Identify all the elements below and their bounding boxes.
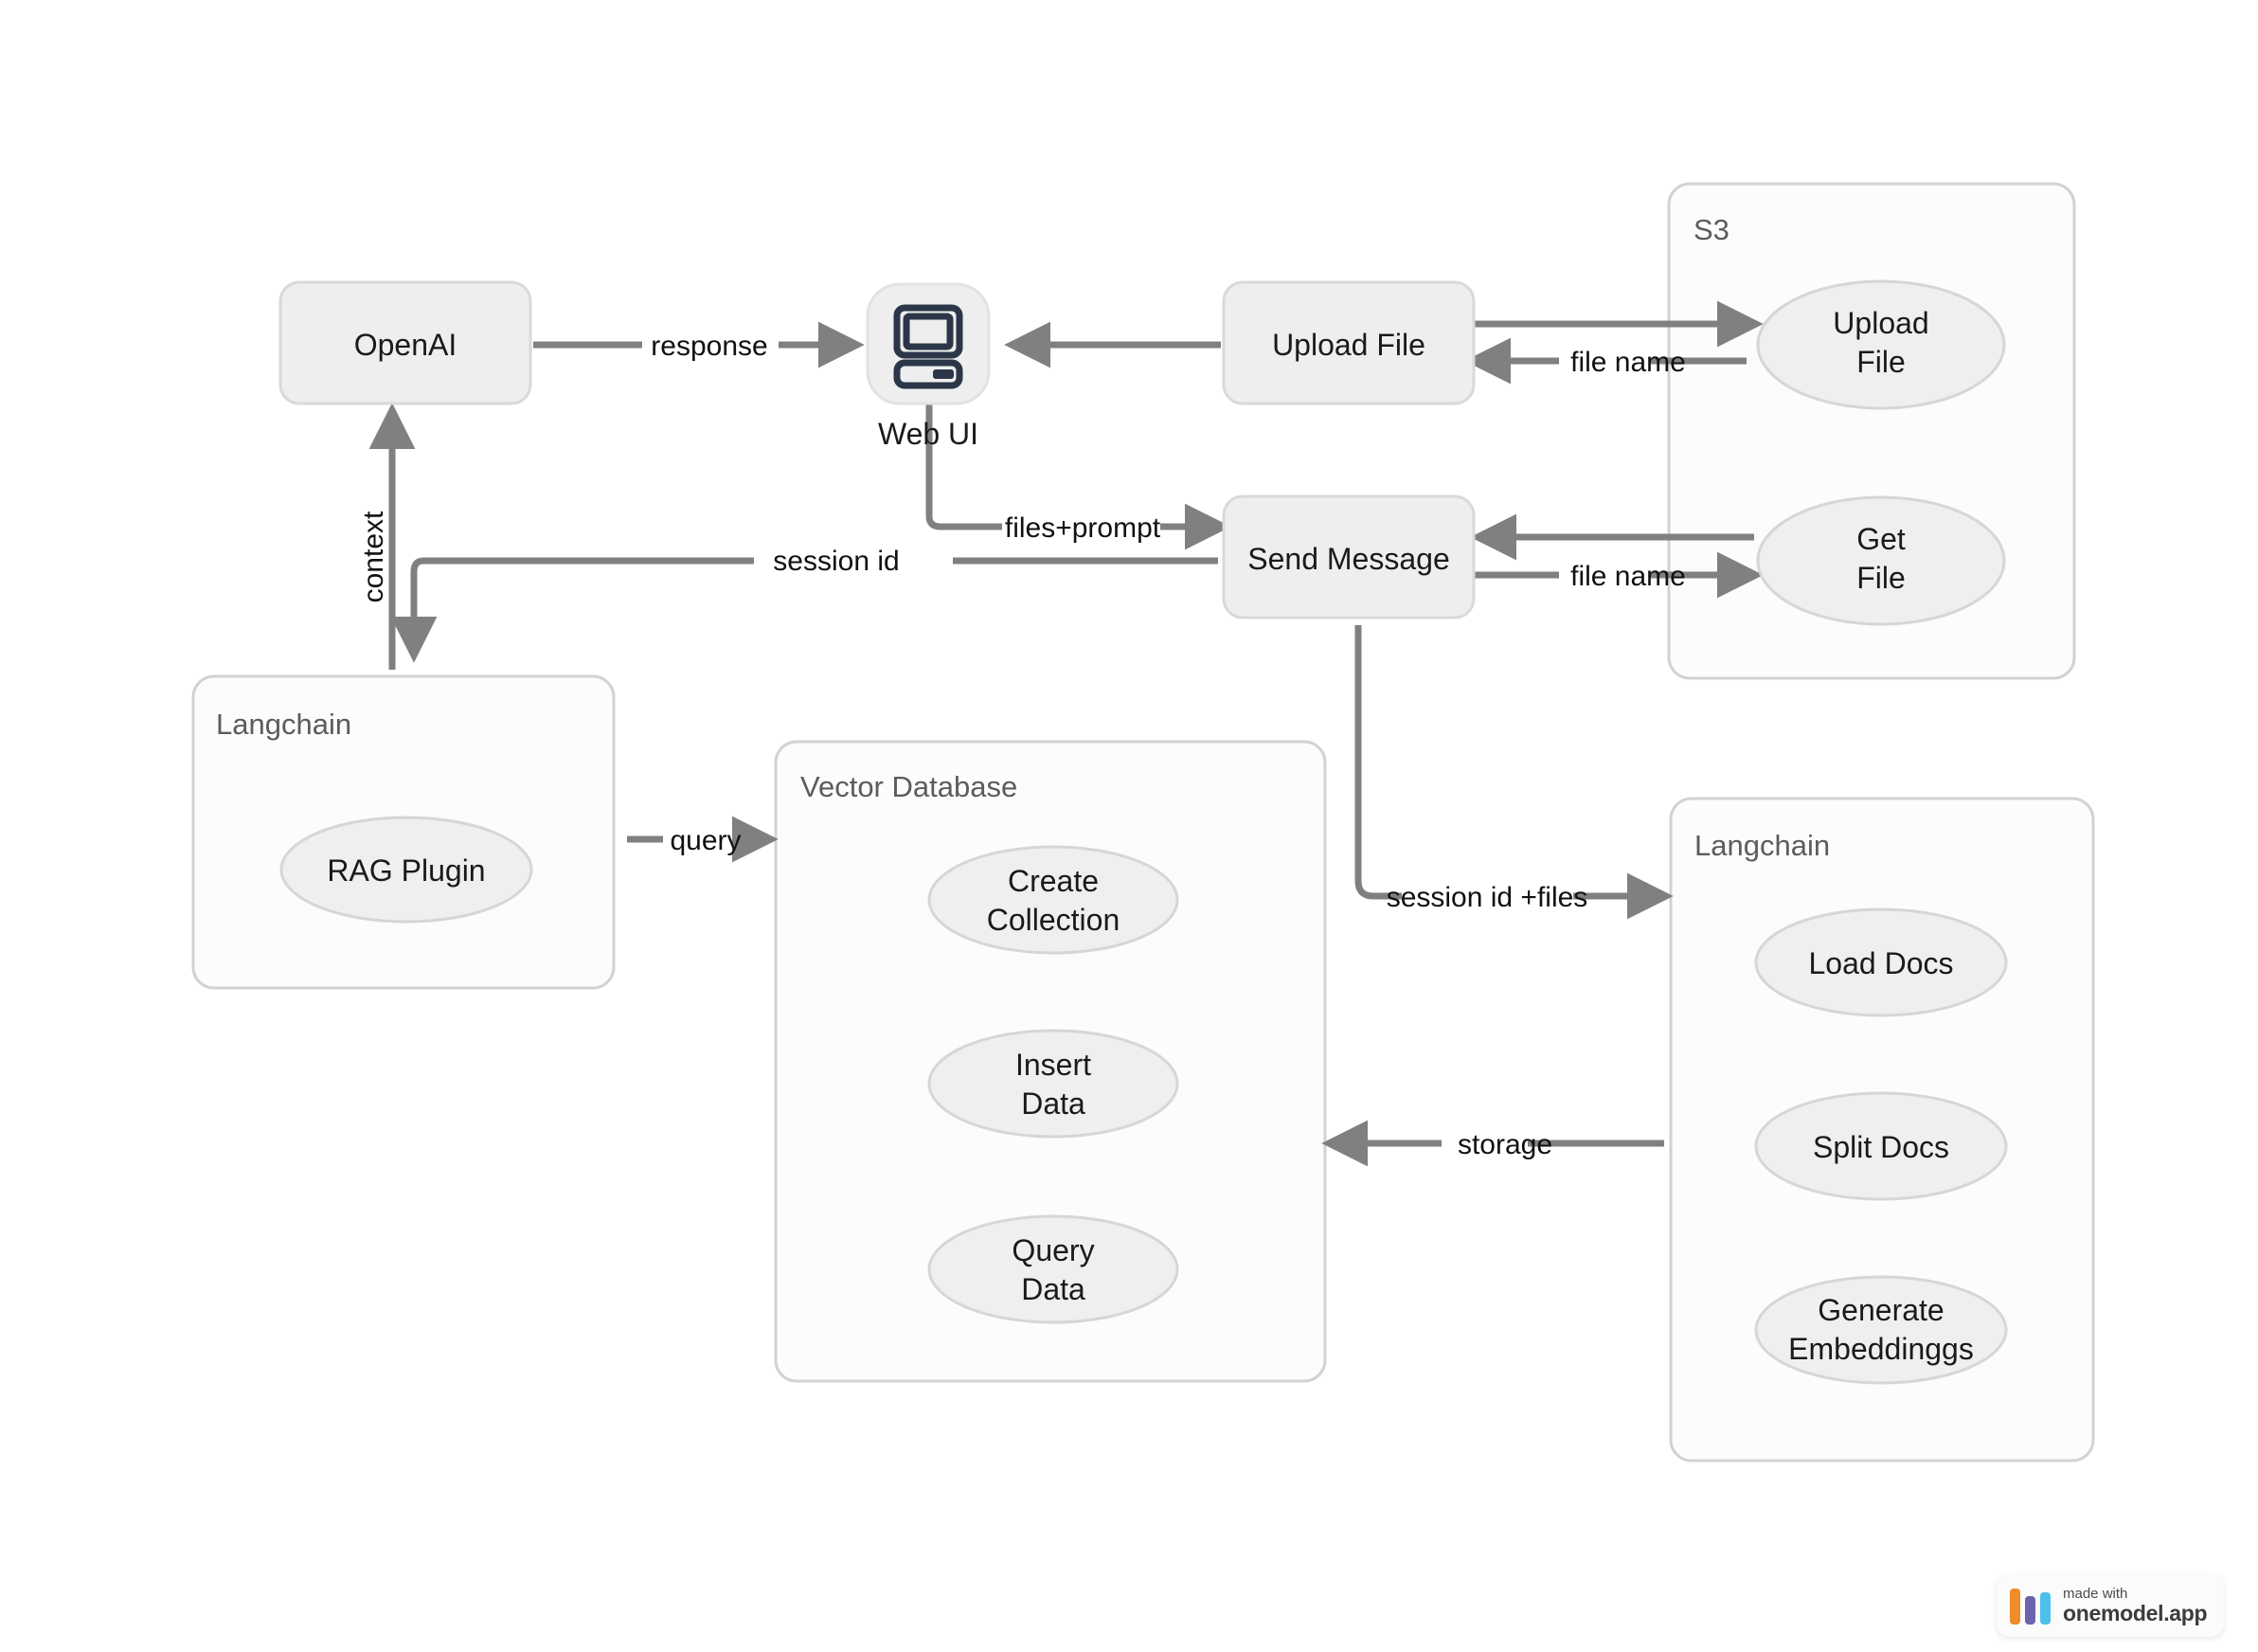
node-s3-get-file-ellipse[interactable] <box>1756 495 2006 626</box>
node-s3-upload-file-line1: Upload <box>1833 306 1928 340</box>
node-rag-plugin-label: RAG Plugin <box>327 853 485 888</box>
node-query-data-line2: Data <box>1021 1272 1085 1306</box>
edge-label-response: response <box>651 331 767 362</box>
node-insert-data-ellipse[interactable] <box>927 1029 1179 1139</box>
edge-label-context: context <box>358 511 389 602</box>
node-generate-embeddings-line1: Generate <box>1818 1293 1944 1327</box>
logo-bar-purple <box>2025 1596 2035 1625</box>
watermark-text: made with onemodel.app <box>2063 1586 2208 1625</box>
node-s3-get-file[interactable]: Get File <box>1756 495 2006 626</box>
node-s3-upload-file[interactable]: Upload File <box>1756 279 2006 410</box>
node-generate-embeddings[interactable]: Generate Embeddinggs <box>1754 1275 2008 1385</box>
desktop-computer-icon <box>893 304 963 389</box>
node-create-collection[interactable]: Create Collection <box>927 845 1179 955</box>
edge-label-file-name-upload: file name <box>1570 347 1686 378</box>
node-s3-get-file-line1: Get <box>1856 522 1906 556</box>
edge-label-session-id-bg <box>754 545 953 579</box>
group-s3-label: S3 <box>1694 213 1729 246</box>
edge-session-id-path <box>390 557 1218 663</box>
group-langchain-right-label: Langchain <box>1694 829 1830 862</box>
logo-bar-orange <box>2010 1589 2020 1625</box>
node-split-docs-label: Split Docs <box>1813 1130 1949 1164</box>
node-insert-data[interactable]: Insert Data <box>927 1029 1179 1139</box>
node-create-collection-line1: Create <box>1008 864 1099 898</box>
node-openai-box[interactable] <box>278 280 532 405</box>
edge-label-files-prompt: files+prompt <box>1005 512 1161 544</box>
node-load-docs-ellipse[interactable] <box>1754 907 2008 1017</box>
node-query-data-line1: Query <box>1012 1233 1094 1267</box>
node-create-collection-line2: Collection <box>987 903 1120 937</box>
node-generate-embeddings-line2: Embeddinggs <box>1788 1332 1974 1366</box>
edge-files-prompt-elbow <box>925 403 1002 530</box>
edge-label-file-name-get: file name <box>1570 561 1686 592</box>
node-insert-data-line1: Insert <box>1015 1048 1091 1082</box>
node-web-ui[interactable]: Web UI <box>866 282 991 451</box>
node-load-docs-label: Load Docs <box>1809 946 1954 980</box>
node-web-ui-caption: Web UI <box>878 417 978 451</box>
edge-session-id-files-elbow <box>1354 625 1402 900</box>
node-upload-file[interactable]: Upload File <box>1222 280 1476 405</box>
onemodel-bars-logo <box>2010 1587 2051 1625</box>
node-s3-get-file-line2: File <box>1856 561 1906 595</box>
node-send-message[interactable]: Send Message <box>1222 494 1476 620</box>
node-openai[interactable]: OpenAI <box>278 280 532 405</box>
node-rag-plugin-ellipse[interactable] <box>279 816 533 924</box>
watermark-made-with: made with <box>2063 1586 2128 1603</box>
node-query-data[interactable]: Query Data <box>927 1214 1179 1324</box>
node-load-docs[interactable]: Load Docs <box>1754 907 2008 1017</box>
group-langchain-left-label: Langchain <box>216 708 351 741</box>
node-upload-file-label: Upload File <box>1272 328 1425 362</box>
watermark-badge[interactable]: made with onemodel.app <box>1997 1574 2224 1637</box>
edge-label-session-id: session id <box>773 546 899 577</box>
node-send-message-label: Send Message <box>1247 542 1449 576</box>
node-create-collection-ellipse[interactable] <box>927 845 1179 955</box>
watermark-brand: onemodel.app <box>2063 1600 2208 1625</box>
node-generate-embeddings-ellipse[interactable] <box>1754 1275 2008 1385</box>
edge-label-session-id-files: session id +files <box>1387 882 1588 913</box>
node-query-data-ellipse[interactable] <box>927 1214 1179 1324</box>
node-openai-label: OpenAI <box>354 328 457 362</box>
group-vector-database-label: Vector Database <box>800 770 1017 803</box>
node-s3-upload-file-ellipse[interactable] <box>1756 279 2006 410</box>
edge-label-query: query <box>670 825 741 856</box>
node-split-docs[interactable]: Split Docs <box>1754 1091 2008 1201</box>
edge-label-storage: storage <box>1458 1129 1552 1160</box>
node-send-message-box[interactable] <box>1222 494 1476 620</box>
logo-bar-cyan <box>2040 1592 2051 1625</box>
node-s3-upload-file-line2: File <box>1856 345 1906 379</box>
node-upload-file-box[interactable] <box>1222 280 1476 405</box>
node-split-docs-ellipse[interactable] <box>1754 1091 2008 1201</box>
node-insert-data-line2: Data <box>1021 1086 1085 1121</box>
node-rag-plugin[interactable]: RAG Plugin <box>279 816 533 924</box>
